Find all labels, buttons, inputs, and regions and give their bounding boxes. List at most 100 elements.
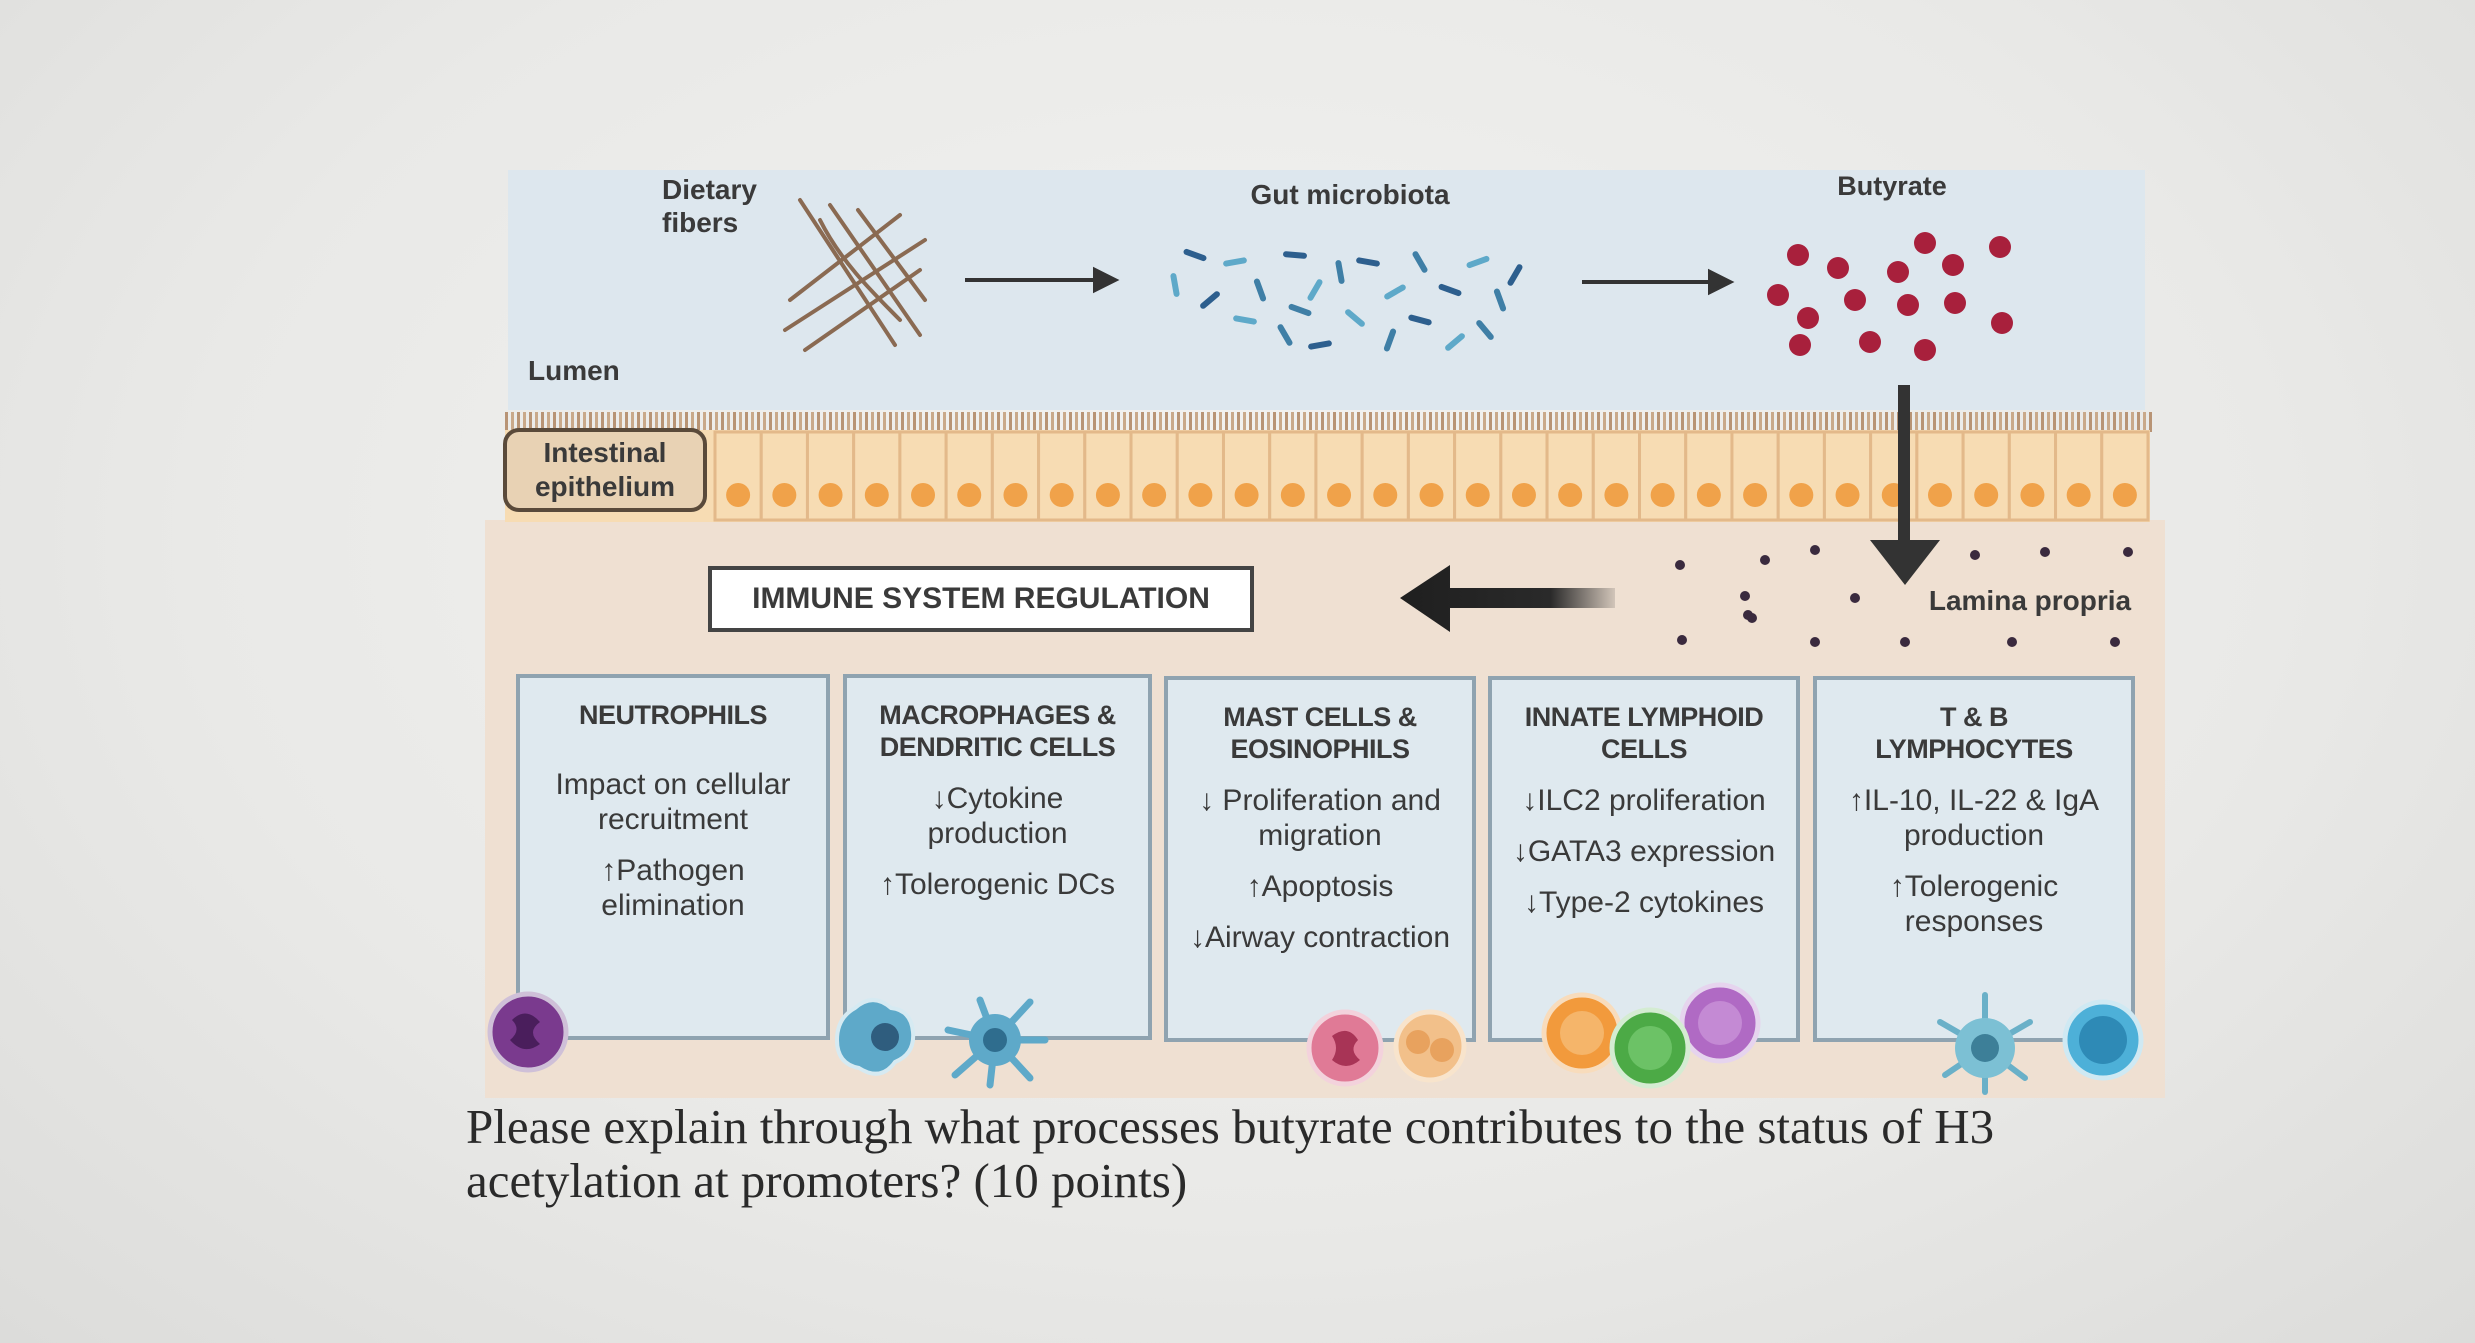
microvillus [1597,412,1600,432]
microvillus [2071,412,2074,432]
microvillus [1075,412,1078,432]
gut-microbiota-label: Gut microbiota [1250,179,1450,210]
microvillus [1609,412,1612,432]
microvillus [1003,412,1006,432]
microvillus [607,412,610,432]
microvillus [1807,412,1810,432]
epithelium-label-box [503,428,707,512]
microvillus [1741,412,1744,432]
microvillus [559,412,562,432]
microvillus [1159,412,1162,432]
microvillus [985,412,988,432]
microvillus [1789,412,1792,432]
microvillus [1213,412,1216,432]
microvillus [937,412,940,432]
panel-text-t-b-lymphocytes: ↑IL-10, IL-22 & IgA [1849,784,2099,817]
lamina-dot [1747,613,1757,623]
microvillus [1459,412,1462,432]
microvillus [931,412,934,432]
microvillus [847,412,850,432]
nucleus [1327,483,1352,507]
bacterium [1383,328,1397,352]
lumen-region [508,170,2145,410]
butyrate-dot [1887,261,1909,283]
panel-title-t-b-lymphocytes: LYMPHOCYTES [1875,734,2073,764]
microvillus [1603,412,1606,432]
butyrate-dots-lamina [1675,545,2133,647]
nucleus [1373,483,1398,507]
nucleus [1974,483,1999,507]
microvillus [1717,412,1720,432]
microvillus [1561,412,1564,432]
microvillus [1465,412,1468,432]
microvillus [1123,412,1126,432]
nucleus [1511,483,1536,507]
microvillus [829,412,832,432]
microvillus [1309,412,1312,432]
microvillus [1141,412,1144,432]
microvillus [727,412,730,432]
panel-text-neutrophils: Impact on cellular [555,768,790,801]
microvillus [1945,412,1948,432]
microvillus [925,412,928,432]
nucleus [1835,483,1860,507]
butyrate-dot [1767,284,1789,306]
mast-cell-icon [1306,1009,1384,1087]
microvillus [1333,412,1336,432]
butyrate-dot [1991,312,2013,334]
bacterium [1288,303,1312,317]
nucleus [1604,483,1629,507]
bacterium [1438,283,1462,297]
microvillus [1585,412,1588,432]
nucleus [1280,483,1305,507]
microvillus [991,412,994,432]
microvillus [1249,412,1252,432]
microvillus [841,412,844,432]
microvillus [2149,412,2152,432]
epithelium-label-line1: Intestinal [544,437,667,468]
microvillus [901,412,904,432]
nucleus [1142,483,1167,507]
microvillus [541,412,544,432]
b-cell-icon [2062,999,2144,1081]
microvillus [1855,412,1858,432]
microvillus [1981,412,1984,432]
microvillus [1801,412,1804,432]
epithelium-label-line2: epithelium [535,471,675,502]
lamina-dot [2007,637,2017,647]
lamina-dot [1850,593,1860,603]
butyrate-dot [1797,307,1819,329]
microvillus [661,412,664,432]
microvillus [2077,412,2080,432]
lamina-dot [1675,560,1685,570]
microvillus [703,412,706,432]
microvillus [1291,412,1294,432]
microvillus [589,412,592,432]
microvillus [1039,412,1042,432]
microvillus [1045,412,1048,432]
microvillus [1951,412,1954,432]
innate-lymphoid-cells-icon [1541,982,1761,1089]
microvillus [619,412,622,432]
panel-title-innate-lymphoid: CELLS [1601,734,1687,764]
microvillus [823,412,826,432]
microvillus [2095,412,2098,432]
butyrate-dot [1989,236,2011,258]
panel-text-macrophages-dendritic: ↑Tolerogenic DCs [880,868,1115,901]
microvillus [1669,412,1672,432]
microvillus [1261,412,1264,432]
microvillus [1771,412,1774,432]
microvillus [979,412,982,432]
microvillus [1303,412,1306,432]
panel-text-mast-eosinophils: ↓Airway contraction [1190,921,1450,954]
microvillus [1135,412,1138,432]
microvillus [961,412,964,432]
microvillus [1729,412,1732,432]
butyrate-dot [1827,257,1849,279]
microvillus [913,412,916,432]
microvillus [1021,412,1024,432]
microvillus [2041,412,2044,432]
eosinophil-icon [1393,1009,1467,1083]
microvillus [1867,412,1870,432]
microvillus [865,412,868,432]
